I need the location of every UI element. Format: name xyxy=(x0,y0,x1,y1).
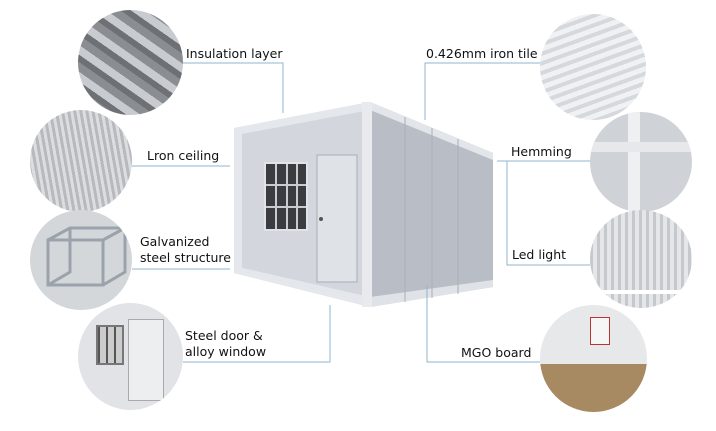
label-alloy-window: alloy window xyxy=(185,344,267,359)
container-house xyxy=(234,102,493,307)
steel-door-window-photo xyxy=(78,303,183,410)
label-galvanized: Galvanized xyxy=(140,234,210,249)
hemming-photo xyxy=(590,112,692,212)
insulation-layer-photo xyxy=(78,10,183,115)
label-iron-ceiling: Lron ceiling xyxy=(147,148,220,163)
label-steel-door: Steel door & xyxy=(185,328,263,343)
label-insulation-layer: Insulation layer xyxy=(186,46,283,61)
label-steel-structure: steel structure xyxy=(140,250,231,265)
label-hemming: Hemming xyxy=(511,144,572,159)
iron-tile-photo xyxy=(540,14,646,120)
mgo-board-photo xyxy=(540,305,647,412)
door xyxy=(316,154,358,283)
led-light-photo xyxy=(590,210,692,308)
label-iron-tile: 0.426mm iron tile xyxy=(426,46,538,61)
label-mgo-board: MGO board xyxy=(461,345,532,360)
label-led-light: Led light xyxy=(512,247,567,262)
galvanized-steel-structure-photo xyxy=(30,210,132,310)
iron-ceiling-photo xyxy=(30,110,132,212)
leader-lines xyxy=(132,62,590,363)
steel-frame-icon xyxy=(46,226,127,287)
